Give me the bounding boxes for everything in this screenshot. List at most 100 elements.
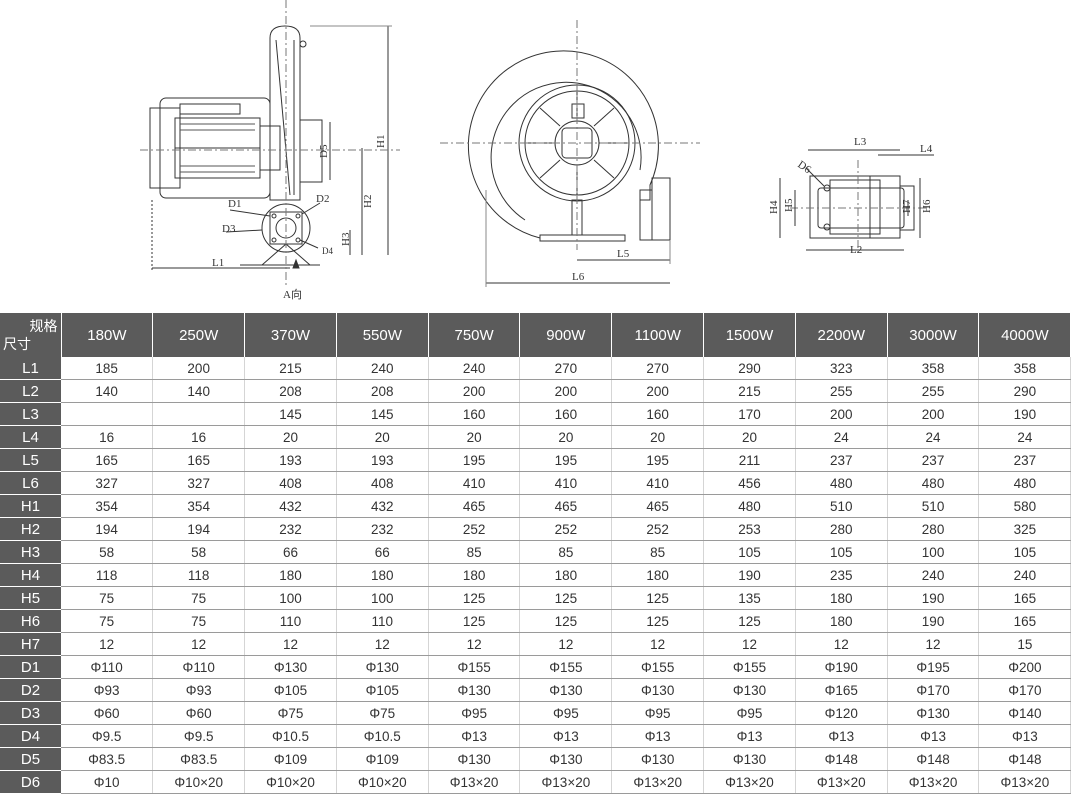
table-cell: 165 [61, 448, 154, 472]
table-cell: Φ155 [519, 655, 613, 679]
table-cell: Φ200 [978, 655, 1071, 679]
row-header: L5 [0, 448, 61, 472]
table-cell: 232 [244, 517, 337, 541]
table-cell: Φ155 [428, 655, 521, 679]
table-cell: 20 [244, 425, 337, 449]
table-cell: Φ10.5 [244, 724, 337, 748]
corner-spec-label: 规格 [29, 318, 58, 334]
table-cell: 12 [428, 632, 521, 656]
table-cell: 118 [152, 563, 246, 587]
table-cell: 180 [611, 563, 705, 587]
table-cell: 327 [152, 471, 246, 495]
table-cell: 15 [978, 632, 1071, 656]
table-cell: Φ10×20 [244, 770, 337, 794]
table-cell: 432 [244, 494, 337, 518]
table-cell: 180 [519, 563, 613, 587]
table-cell: Φ195 [887, 655, 980, 679]
table-cell: Φ130 [611, 747, 705, 771]
table-cell: 140 [152, 379, 246, 403]
table-cell: Φ190 [795, 655, 888, 679]
table-cell [61, 402, 154, 426]
table-cell: 480 [887, 471, 980, 495]
table-cell: 180 [795, 609, 888, 633]
row-header: L3 [0, 402, 61, 426]
table-cell: Φ13×20 [611, 770, 705, 794]
row-header: D2 [0, 678, 61, 702]
table-cell: 16 [61, 425, 154, 449]
table-cell: 510 [795, 494, 888, 518]
label-h5: H5 [783, 198, 795, 212]
table-cell: 195 [428, 448, 521, 472]
table-cell: 354 [61, 494, 154, 518]
table-cell: 75 [152, 586, 246, 610]
table-cell: Φ75 [244, 701, 337, 725]
table-cell: Φ83.5 [61, 747, 154, 771]
table-cell: Φ60 [61, 701, 154, 725]
table-cell: Φ13 [428, 724, 521, 748]
table-cell: Φ130 [428, 747, 521, 771]
label-d1: D1 [228, 198, 241, 210]
column-header: 1100W [611, 313, 705, 357]
label-h3: H3 [340, 232, 352, 246]
table-cell: 480 [795, 471, 888, 495]
table-cell: Φ13×20 [887, 770, 980, 794]
table-cell: 125 [519, 609, 613, 633]
table-cell: 325 [978, 517, 1071, 541]
table-cell: 12 [703, 632, 796, 656]
table-cell: 200 [152, 357, 246, 380]
table-cell: Φ148 [887, 747, 980, 771]
table-cell: 252 [519, 517, 613, 541]
row-header: H3 [0, 540, 61, 564]
table-cell: 208 [244, 379, 337, 403]
table-cell: 16 [152, 425, 246, 449]
table-cell: 200 [519, 379, 613, 403]
table-cell: 232 [336, 517, 429, 541]
table-cell: 145 [336, 402, 429, 426]
table-cell: Φ13 [519, 724, 613, 748]
table-cell: Φ110 [61, 655, 154, 679]
table-cell: 190 [887, 586, 980, 610]
table-cell: Φ10 [61, 770, 154, 794]
table-cell: 125 [519, 586, 613, 610]
column-header: 1500W [703, 313, 796, 357]
table-cell: Φ13 [703, 724, 796, 748]
table-cell: Φ13 [795, 724, 888, 748]
label-d2: D2 [316, 193, 329, 205]
table-cell: 465 [611, 494, 705, 518]
table-cell: 200 [887, 402, 980, 426]
table-cell: Φ95 [428, 701, 521, 725]
column-header: 2200W [795, 313, 888, 357]
table-cell: 235 [795, 563, 888, 587]
table-cell: 180 [795, 586, 888, 610]
table-cell: 135 [703, 586, 796, 610]
table-cell: 200 [795, 402, 888, 426]
table-cell: 290 [703, 357, 796, 380]
row-header: L6 [0, 471, 61, 495]
table-cell: Φ130 [428, 678, 521, 702]
table-cell: 170 [703, 402, 796, 426]
table-cell: Φ13 [978, 724, 1071, 748]
table-cell: 75 [61, 609, 154, 633]
table-cell: 85 [611, 540, 705, 564]
table-cell: Φ9.5 [152, 724, 246, 748]
table-cell: 194 [152, 517, 246, 541]
table-cell: 465 [519, 494, 613, 518]
row-header: H4 [0, 563, 61, 587]
table-cell: 240 [336, 357, 429, 380]
table-cell: 253 [703, 517, 796, 541]
side-view-labels: L1 H1 H2 H3 D1 D2 D3 D4 D5 A向 [212, 135, 387, 301]
row-header: L2 [0, 379, 61, 403]
table-cell: 290 [978, 379, 1071, 403]
table-cell: 160 [611, 402, 705, 426]
table-cell: Φ170 [978, 678, 1071, 702]
table-cell: 125 [611, 586, 705, 610]
table-cell: 215 [703, 379, 796, 403]
table-cell: Φ140 [978, 701, 1071, 725]
table-cell: Φ95 [519, 701, 613, 725]
